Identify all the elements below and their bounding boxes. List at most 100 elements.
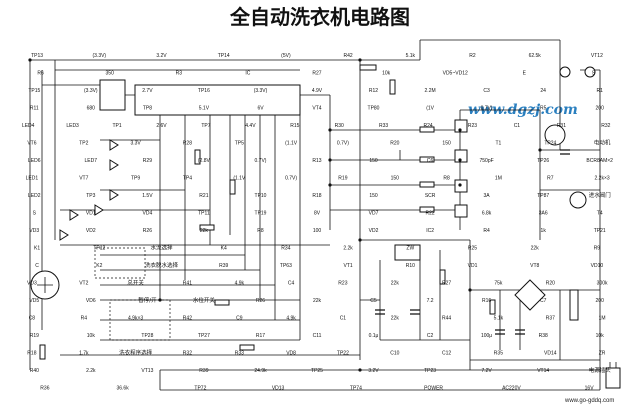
component-label: R27 [312, 70, 321, 76]
component-label: C12 [442, 350, 451, 356]
component-label: 0.7V) [285, 175, 297, 181]
component-label: 3.3V [130, 140, 141, 146]
component-label: R2 [469, 53, 476, 59]
component-label: VD1 [86, 210, 96, 216]
component-label: R44 [442, 315, 451, 321]
component-label: R29 [143, 158, 152, 164]
component-label: TP7 [201, 123, 210, 129]
transformer [569, 289, 579, 321]
switch-frame-1 [94, 247, 146, 279]
component-label: TP74 [350, 385, 362, 391]
component-label: K2 [96, 263, 102, 269]
component-label: C6 [427, 158, 434, 164]
component-label: 150 [442, 140, 451, 146]
component-label: LED7 [85, 158, 98, 164]
component-label: R39 [219, 263, 228, 269]
component-label: R31 [557, 123, 566, 129]
component-label: R23 [468, 123, 477, 129]
component-label: R4 [81, 315, 88, 321]
component-label: T4 [597, 210, 603, 216]
component-label: R9 [594, 245, 601, 251]
component-label: VD6 [86, 298, 96, 304]
component-label: VT1 [344, 263, 353, 269]
main-ic [134, 84, 301, 116]
component-label: 1.5V [142, 193, 153, 199]
component-label: R18 [312, 193, 321, 199]
component-label: R33 [235, 350, 244, 356]
component-label: 5.1k [494, 315, 504, 321]
component-label: R17 [256, 333, 265, 339]
component-label: S [33, 210, 37, 216]
component-label: R25 [468, 245, 477, 251]
component-label: 350 [106, 70, 115, 76]
component-label: R6 [37, 70, 44, 76]
component-label: 4.4V [245, 123, 256, 129]
component-label: C1 [340, 315, 347, 321]
component-label: R3 [176, 70, 183, 76]
component-label: 10k [596, 333, 605, 339]
component-label: LED2 [28, 193, 41, 199]
watermark-footer: www.go-gddq.com [564, 398, 614, 404]
component-label: 10k [87, 333, 96, 339]
component-label: C4 [288, 280, 295, 286]
switch-frame-2 [109, 299, 171, 341]
component-label: TP2 [79, 140, 88, 146]
component-label: IC2 [426, 228, 434, 234]
component-label: 3A [484, 193, 491, 199]
component-label: 75k [494, 280, 503, 286]
component-label: C8 [29, 315, 36, 321]
component-label: VD1 [468, 263, 478, 269]
component-label: 5.1V [199, 105, 210, 111]
component-label: 22k [391, 280, 400, 286]
component-label: R7 [547, 175, 554, 181]
component-label: VT2 [79, 280, 88, 286]
component-label: TP21 [594, 228, 606, 234]
component-label: C1 [514, 123, 521, 129]
component-label: 1k [541, 228, 547, 234]
component-label: 150 [369, 158, 378, 164]
component-label: 16V [585, 385, 595, 391]
component-label: TP19 [255, 210, 267, 216]
component-label: 300k [597, 280, 608, 286]
component-label: TP27 [198, 333, 210, 339]
component-label: R15 [290, 123, 299, 129]
component-label: 22k [200, 228, 209, 234]
regulator-ic [394, 244, 421, 261]
component-label: 洗衣脱水选择 [145, 261, 179, 269]
component-label: C2 [427, 333, 434, 339]
component-label: TP1 [113, 123, 122, 129]
component-label: (2.8V [198, 158, 211, 164]
component-label: R8 [257, 228, 264, 234]
component-label: S [592, 70, 596, 76]
component-label: VD3 [27, 280, 37, 286]
power-plug-icon [605, 362, 621, 389]
component-label: 3.2V [156, 53, 167, 59]
component-label: K4 [221, 245, 227, 251]
component-label: K1 [34, 245, 40, 251]
component-label: ZR [599, 350, 606, 356]
component-label: VD5 [29, 298, 39, 304]
component-label: 3A6 [539, 210, 548, 216]
component-label: ZW [406, 245, 414, 251]
component-label: 22k [531, 245, 540, 251]
component-label: R30 [335, 123, 344, 129]
component-label: 6V [257, 105, 264, 111]
component-label: VD13 [272, 385, 285, 391]
junction-dots [28, 58, 542, 372]
component-label: 2.2k×3 [595, 175, 610, 181]
component-label: 36.6k [116, 385, 129, 391]
component-label: LED1 [26, 175, 39, 181]
component-label: 4.9k [286, 315, 296, 321]
component-label: TP72 [194, 385, 206, 391]
component-label: TP11 [198, 210, 210, 216]
component-label: 7.2 [427, 298, 434, 304]
component-label: POWER [424, 385, 443, 391]
component-label: R41 [183, 280, 192, 286]
motor-symbol [544, 124, 566, 146]
component-label: 150 [391, 175, 400, 181]
component-label: 进水阀门 [589, 191, 611, 199]
component-label: 6.8k [482, 210, 492, 216]
component-label: VT8 [530, 263, 539, 269]
component-label: R27 [442, 280, 451, 286]
